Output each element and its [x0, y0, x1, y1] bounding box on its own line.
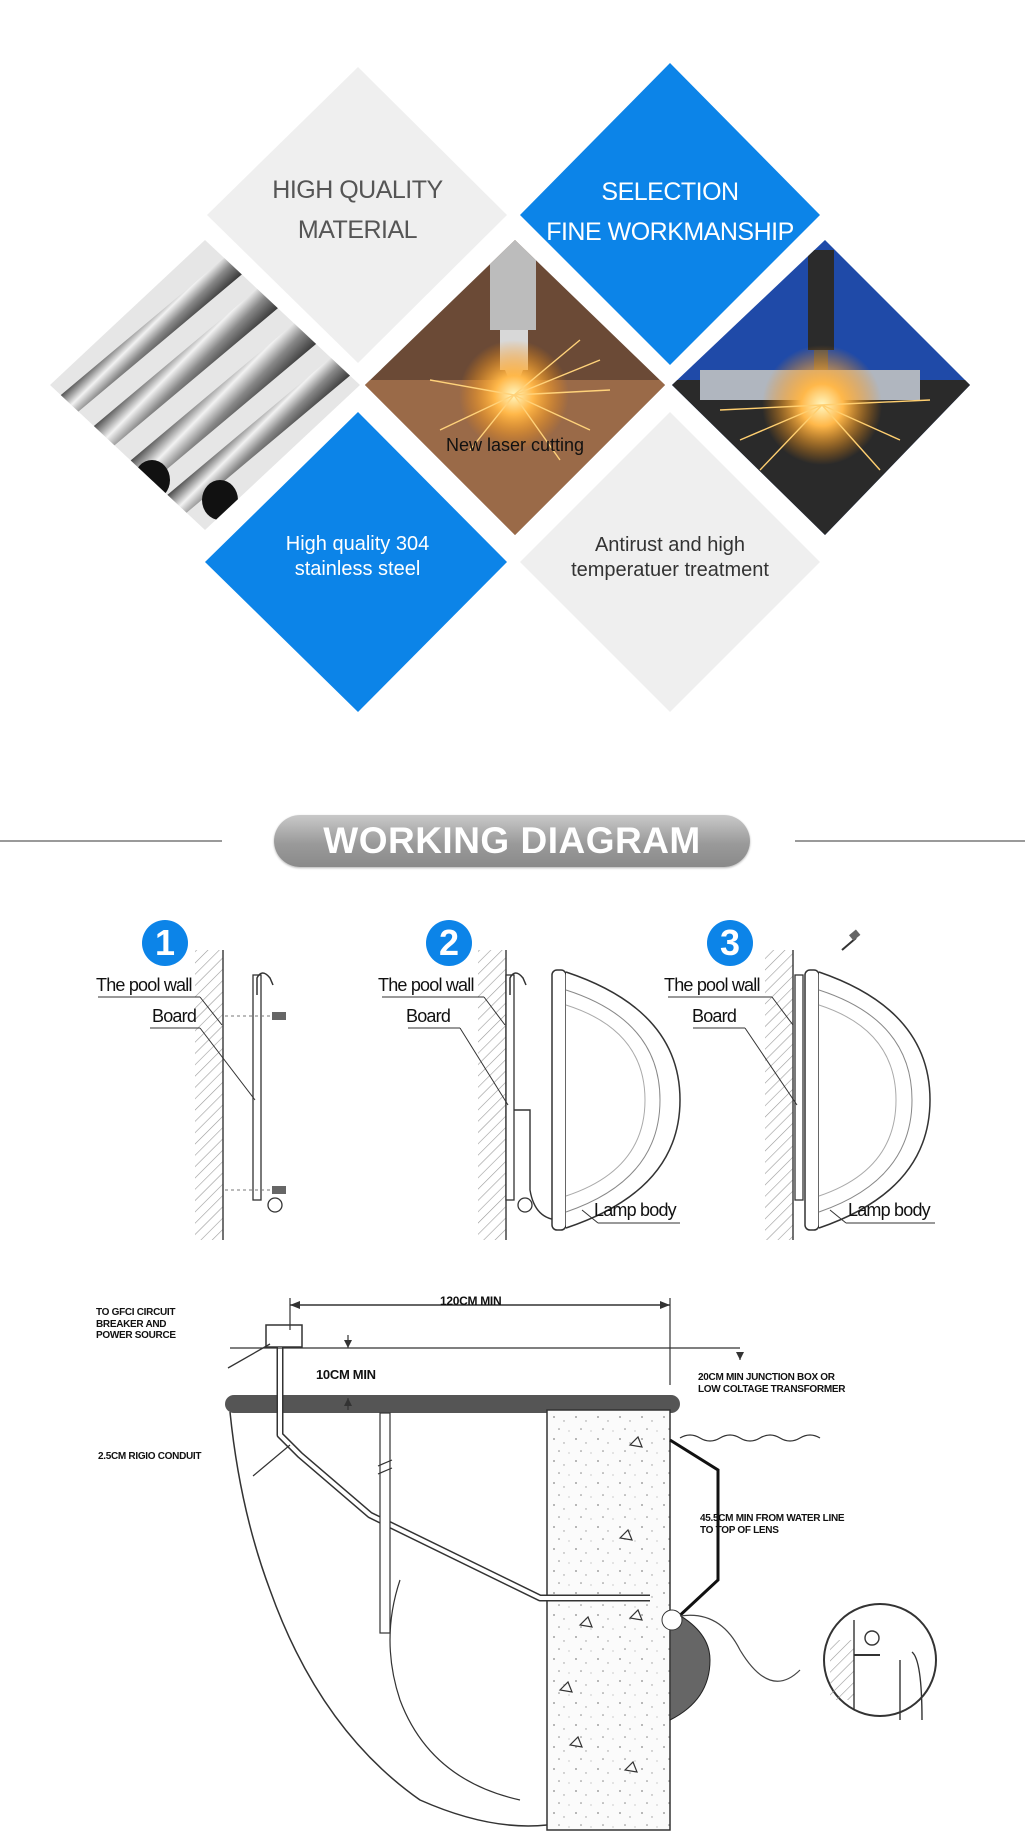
material-line2: MATERIAL: [297, 216, 418, 244]
laser-cutting-photo: [365, 240, 665, 535]
workmanship-line2: FINE WORKMANSHIP: [546, 218, 794, 246]
antirust-line2: temperatuer treatment: [571, 559, 769, 581]
step2-lamp-label: Lamp body: [594, 1200, 677, 1220]
junction-label: 20CM MIN JUNCTION BOX OR LOW COLTAGE TRA…: [698, 1372, 845, 1395]
feature-panel: HIGH QUALITY MATERIAL SELECTION FINE WOR…: [0, 0, 1025, 740]
antirust-text: Antirust and high temperatuer treatment: [540, 533, 800, 583]
step2-board-label: Board: [406, 1006, 451, 1026]
step3-lamp-label: Lamp body: [848, 1200, 931, 1220]
install-diagram: TO GFCI CIRCUIT BREAKER AND POWER SOURCE…: [0, 1280, 1025, 1831]
antirust-line1: Antirust and high: [594, 534, 746, 556]
diamond-material: [207, 67, 507, 363]
waterline-line2: TO TOP OF LENS: [700, 1524, 779, 1536]
diamond-stainless: [205, 412, 507, 712]
material-text: HIGH QUALITY MATERIAL: [230, 170, 485, 250]
gfci-line3: POWER SOURCE: [96, 1330, 176, 1341]
junction-line1: 20CM MIN JUNCTION BOX OR: [698, 1372, 835, 1383]
install-diagram-art: [225, 1298, 937, 1831]
workmanship-line1: SELECTION: [601, 178, 739, 206]
step-diagram-art: [98, 929, 935, 1240]
section-title: WORKING DIAGRAM: [274, 815, 750, 867]
stainless-text: High quality 304 stainless steel: [240, 532, 475, 582]
diamond-antirust: [520, 412, 820, 712]
waterline-label: 45.5CM MIN FROM WATER LINE TO TOP OF LEN…: [700, 1513, 845, 1536]
step3-wall-label: The pool wall: [664, 975, 760, 995]
step-diagrams: 1 2 3 The pool wall Board The pool wall …: [0, 920, 1025, 1260]
feature-diamonds: [50, 63, 970, 712]
dist-120-label: 120CM MIN: [440, 1294, 502, 1308]
gfci-label: TO GFCI CIRCUIT BREAKER AND POWER SOURCE: [96, 1307, 176, 1342]
stainless-line2: stainless steel: [294, 558, 421, 580]
workmanship-text: SELECTION FINE WORKMANSHIP: [530, 172, 810, 252]
step3-board-label: Board: [692, 1006, 737, 1026]
material-line1: HIGH QUALITY: [272, 176, 443, 204]
junction-line2: LOW COLTAGE TRANSFORMER: [698, 1383, 846, 1395]
header-rule-right: [795, 840, 1025, 842]
step2-drawing: [382, 950, 681, 1240]
step3-number: 3: [707, 920, 753, 966]
dist-10-label: 10CM MIN: [316, 1367, 376, 1382]
step3-drawing: [668, 929, 935, 1240]
step1-number: 1: [142, 920, 188, 966]
waterline-line1: 45.5CM MIN FROM WATER LINE: [700, 1513, 845, 1524]
step2-wall-label: The pool wall: [378, 975, 474, 995]
step1-drawing: [98, 950, 286, 1240]
header-rule-left: [0, 840, 222, 842]
step2-number: 2: [426, 920, 472, 966]
stainless-line1: High quality 304: [285, 533, 430, 555]
diamond-workmanship: [520, 63, 820, 365]
step1-board-label: Board: [152, 1006, 197, 1026]
conduit-label: 2.5CM RIGIO CONDUIT: [98, 1451, 202, 1462]
gfci-line1: TO GFCI CIRCUIT: [96, 1307, 176, 1318]
gfci-line2: BREAKER AND: [96, 1318, 167, 1330]
laser-caption: New laser cutting: [445, 435, 585, 455]
step1-wall-label: The pool wall: [96, 975, 192, 995]
